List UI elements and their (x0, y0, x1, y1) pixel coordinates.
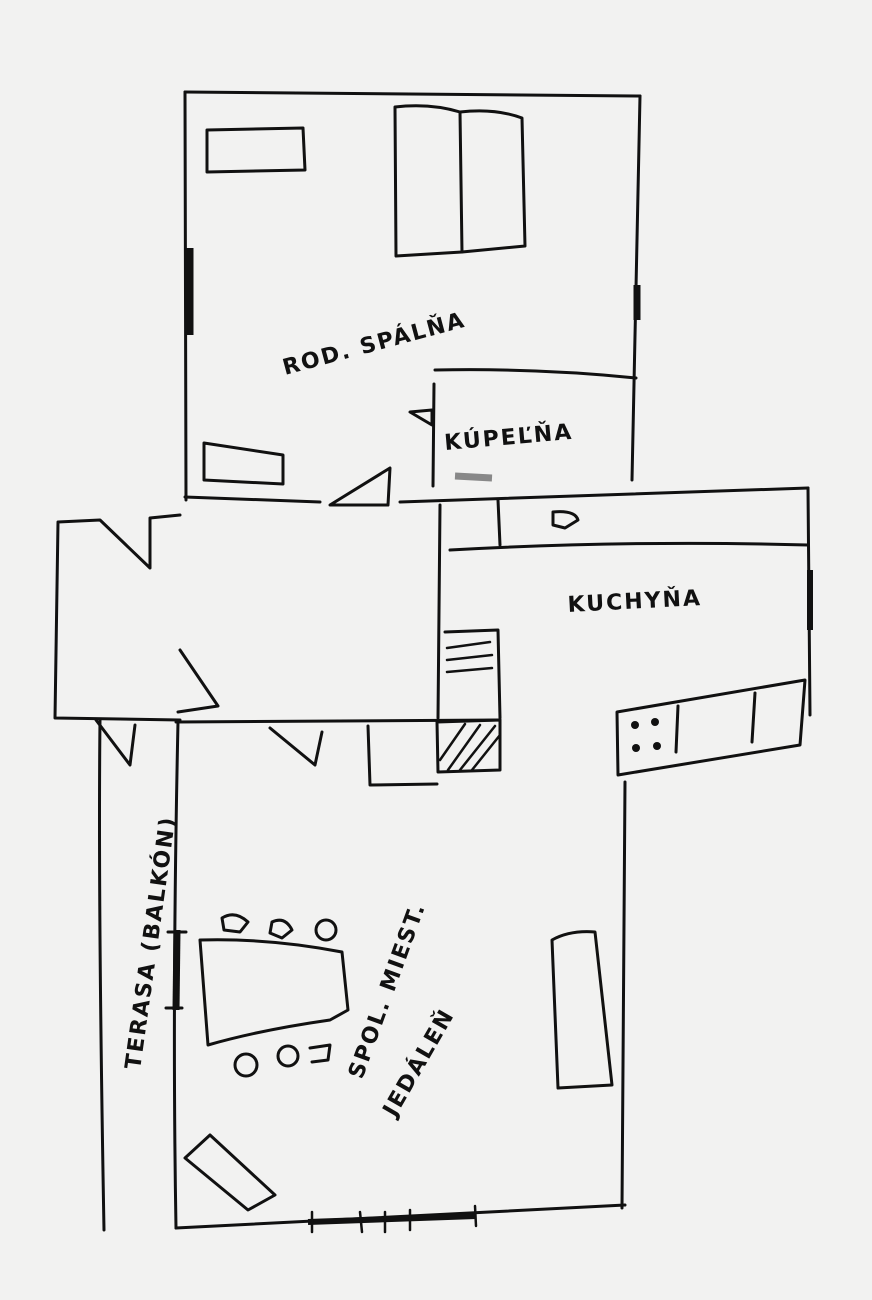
label-terrace: TERASA (BALKÓN) (120, 814, 181, 1071)
bedroom-furniture (202, 104, 527, 486)
label-kitchen: KUCHYŇA (567, 585, 703, 618)
storage-hatched (435, 718, 502, 774)
nightstand (202, 441, 285, 486)
bed-left (393, 104, 464, 258)
armchair (183, 1133, 277, 1212)
middle-wall (183, 466, 810, 547)
bedroom-walls (183, 90, 642, 502)
hall (174, 503, 502, 787)
sofa (550, 930, 614, 1090)
living-room (174, 780, 627, 1234)
dining-table (198, 938, 350, 1047)
terrace (98, 718, 188, 1232)
bathroom-walls (408, 368, 638, 488)
kitchen-counter (615, 678, 807, 777)
stove-icon (631, 718, 661, 752)
door-swing (408, 408, 434, 427)
closet (53, 513, 182, 767)
label-bathroom: KÚPEĽŇA (443, 419, 574, 456)
kitchen-walls (448, 486, 813, 777)
dresser (205, 126, 307, 174)
stairs (443, 628, 502, 720)
chairs (220, 913, 338, 1078)
bed-right (458, 109, 527, 254)
